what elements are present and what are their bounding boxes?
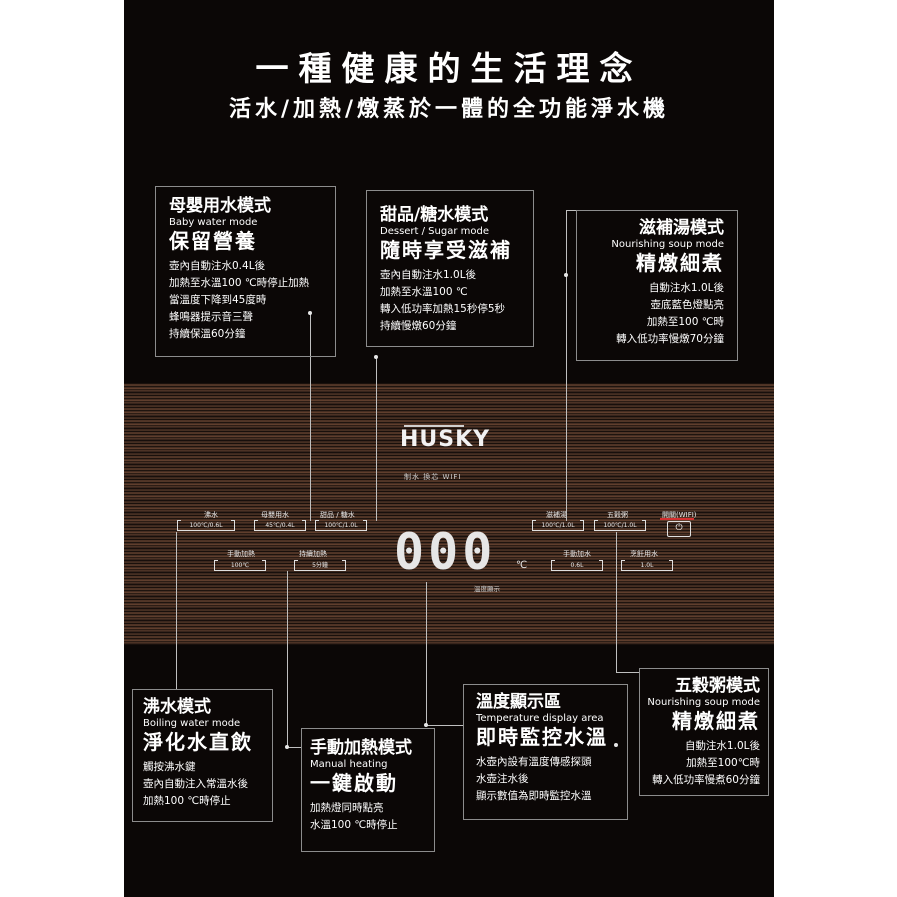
btn-baby-label: 母嬰用水 [261, 511, 289, 519]
manual-title: 手動加熱模式 [310, 738, 412, 758]
connector-baby [310, 313, 311, 521]
soup-button[interactable]: 100℃/1.0L [532, 520, 584, 531]
boiling-headline: 淨化水直飲 [143, 730, 253, 754]
soup-english: Nourishing soup mode [611, 239, 724, 250]
temp-line: 水壺注水後 [476, 773, 529, 785]
manual-english: Manual heating [310, 759, 388, 770]
brand-logo: HUSKY [400, 427, 491, 452]
baby-button[interactable]: 45℃/0.4L [254, 520, 306, 531]
connector-temp-h [426, 725, 463, 726]
grain-title: 五穀粥模式 [675, 676, 760, 696]
temp-english: Temperature display area [476, 713, 604, 724]
soup-headline: 精燉細煮 [636, 251, 724, 275]
manual-headline: 一鍵啟動 [310, 771, 398, 795]
boiling-line: 加熱100 ℃時停止 [143, 795, 231, 807]
baby-line: 蜂鳴器提示音三聲 [169, 311, 253, 323]
btn-manual-label: 手動加熱 [227, 550, 255, 558]
connector-dot [308, 311, 312, 315]
connector-boil [176, 532, 177, 689]
connector-manual [287, 571, 288, 747]
connector-temp [426, 582, 427, 725]
baby-english: Baby water mode [169, 217, 258, 228]
btn-dessert-label: 甜品 / 糖水 [320, 511, 355, 519]
logo-accent [404, 425, 464, 427]
connector-grain [616, 532, 617, 672]
temperature-display: 000 [394, 523, 497, 581]
connector-dessert [376, 357, 377, 521]
temp-line: 顯示數值為即時監控水溫 [476, 790, 592, 802]
btn-boil-label: 沸水 [204, 511, 218, 519]
soup-title: 滋補湯模式 [639, 218, 724, 238]
temp-headline: 即時監控水溫 [476, 725, 608, 749]
grain-button[interactable]: 100℃/1.0L [594, 520, 646, 531]
callout-manual-mode: 手動加熱模式 Manual heating 一鍵啟動 加熱燈同時點亮 水溫100… [301, 728, 435, 852]
grain-line: 轉入低功率慢煮60分鐘 [652, 774, 760, 786]
callout-grain-mode: 五穀粥模式 Nourishing soup mode 精燉細煮 自動注水1.0L… [639, 668, 769, 796]
cooking-water-button[interactable]: 1.0L [621, 560, 673, 571]
connector-soup-h [566, 210, 576, 211]
soup-line: 壺底藍色燈點亮 [650, 299, 725, 311]
connector-dot [564, 273, 568, 277]
dessert-line: 壺內自動注水1.0L後 [380, 269, 477, 281]
soup-line: 自動注水1.0L後 [648, 282, 724, 294]
callout-temperature-area: 溫度顯示區 Temperature display area 即時監控水溫 水壺… [463, 684, 628, 820]
power-indicator [660, 518, 694, 520]
baby-line: 持續保溫60分鐘 [169, 328, 246, 340]
btn-fresh-label: 烹飪用水 [630, 550, 658, 558]
dessert-line: 轉入低功率加熱15秒停5秒 [380, 303, 506, 315]
baby-headline: 保留營養 [169, 229, 257, 253]
page-title: 一種健康的生活理念 [255, 49, 643, 88]
connector-manual-h [287, 747, 301, 748]
grain-line: 加熱至100℃時 [686, 757, 760, 769]
connector-dot [285, 745, 289, 749]
manual-line: 水溫100 ℃時停止 [310, 819, 398, 831]
indicator-labels: 制水 換芯 WIFI [404, 473, 462, 481]
baby-line: 壺內自動注水0.4L後 [169, 260, 266, 272]
connector-dot [614, 743, 618, 747]
connector-dot [374, 355, 378, 359]
grain-english: Nourishing soup mode [647, 697, 760, 708]
soup-line: 加熱至100 ℃時 [646, 316, 724, 328]
callout-baby-mode: 母嬰用水模式 Baby water mode 保留營養 壺內自動注水0.4L後 … [155, 186, 336, 357]
dessert-english: Dessert / Sugar mode [380, 226, 489, 237]
temp-title: 溫度顯示區 [476, 692, 561, 712]
btn-autofill-label: 手動加水 [563, 550, 591, 558]
callout-dessert-mode: 甜品/糖水模式 Dessert / Sugar mode 隨時享受滋補 壺內自動… [366, 190, 534, 347]
baby-title: 母嬰用水模式 [169, 196, 271, 216]
dessert-line: 加熱至水溫100 ℃ [380, 286, 468, 298]
grain-line: 自動注水1.0L後 [684, 740, 760, 752]
boiling-line: 觸按沸水鍵 [143, 761, 196, 773]
boiling-title: 沸水模式 [143, 697, 211, 717]
boiling-english: Boiling water mode [143, 718, 241, 729]
btn-soup-label: 滋補湯 [546, 511, 567, 519]
connector-dot [424, 723, 428, 727]
page-subtitle: 活水/加熱/燉蒸於一體的全功能淨水機 [228, 97, 670, 122]
dessert-button[interactable]: 100℃/1.0L [315, 520, 367, 531]
add-water-button[interactable]: 0.6L [551, 560, 603, 571]
keep-heat-button[interactable]: 5分鐘 [294, 560, 346, 571]
baby-line: 加熱至水溫100 ℃時停止加熱 [169, 277, 310, 289]
manual-line: 加熱燈同時點亮 [310, 802, 384, 814]
celsius-unit: ℃ [516, 560, 528, 571]
poster: 一種健康的生活理念 活水/加熱/燉蒸於一體的全功能淨水機 HUSKY 制水 換芯… [124, 0, 774, 897]
soup-line: 轉入低功率慢燉70分鐘 [616, 333, 724, 345]
callout-boiling-mode: 沸水模式 Boiling water mode 淨化水直飲 觸按沸水鍵 壺內自動… [132, 689, 273, 822]
btn-grain-label: 五穀粥 [607, 511, 628, 519]
temp-line: 水壺內設有溫度傳感探頭 [476, 756, 592, 768]
connector-grain-h [616, 672, 639, 673]
baby-line: 當溫度下降到45度時 [169, 294, 267, 306]
btn-power-label: 開關(WIFI) [662, 511, 697, 519]
power-icon[interactable]: ⏻ [667, 521, 691, 537]
dessert-line: 持續慢燉60分鐘 [380, 320, 457, 332]
callout-soup-mode: 滋補湯模式 Nourishing soup mode 精燉細煮 自動注水1.0L… [576, 210, 738, 361]
dessert-title: 甜品/糖水模式 [380, 205, 489, 225]
manual-heat-button[interactable]: 100℃ [214, 560, 266, 571]
grain-headline: 精燉細煮 [672, 709, 760, 733]
connector-soup [566, 210, 567, 521]
display-label: 溫度顯示 [474, 585, 500, 593]
dessert-headline: 隨時享受滋補 [380, 238, 512, 262]
btn-keep-label: 持續加熱 [299, 550, 327, 558]
boiling-line: 壺內自動注入常溫水後 [143, 778, 248, 790]
boil-button[interactable]: 100℃/0.6L [177, 520, 235, 531]
